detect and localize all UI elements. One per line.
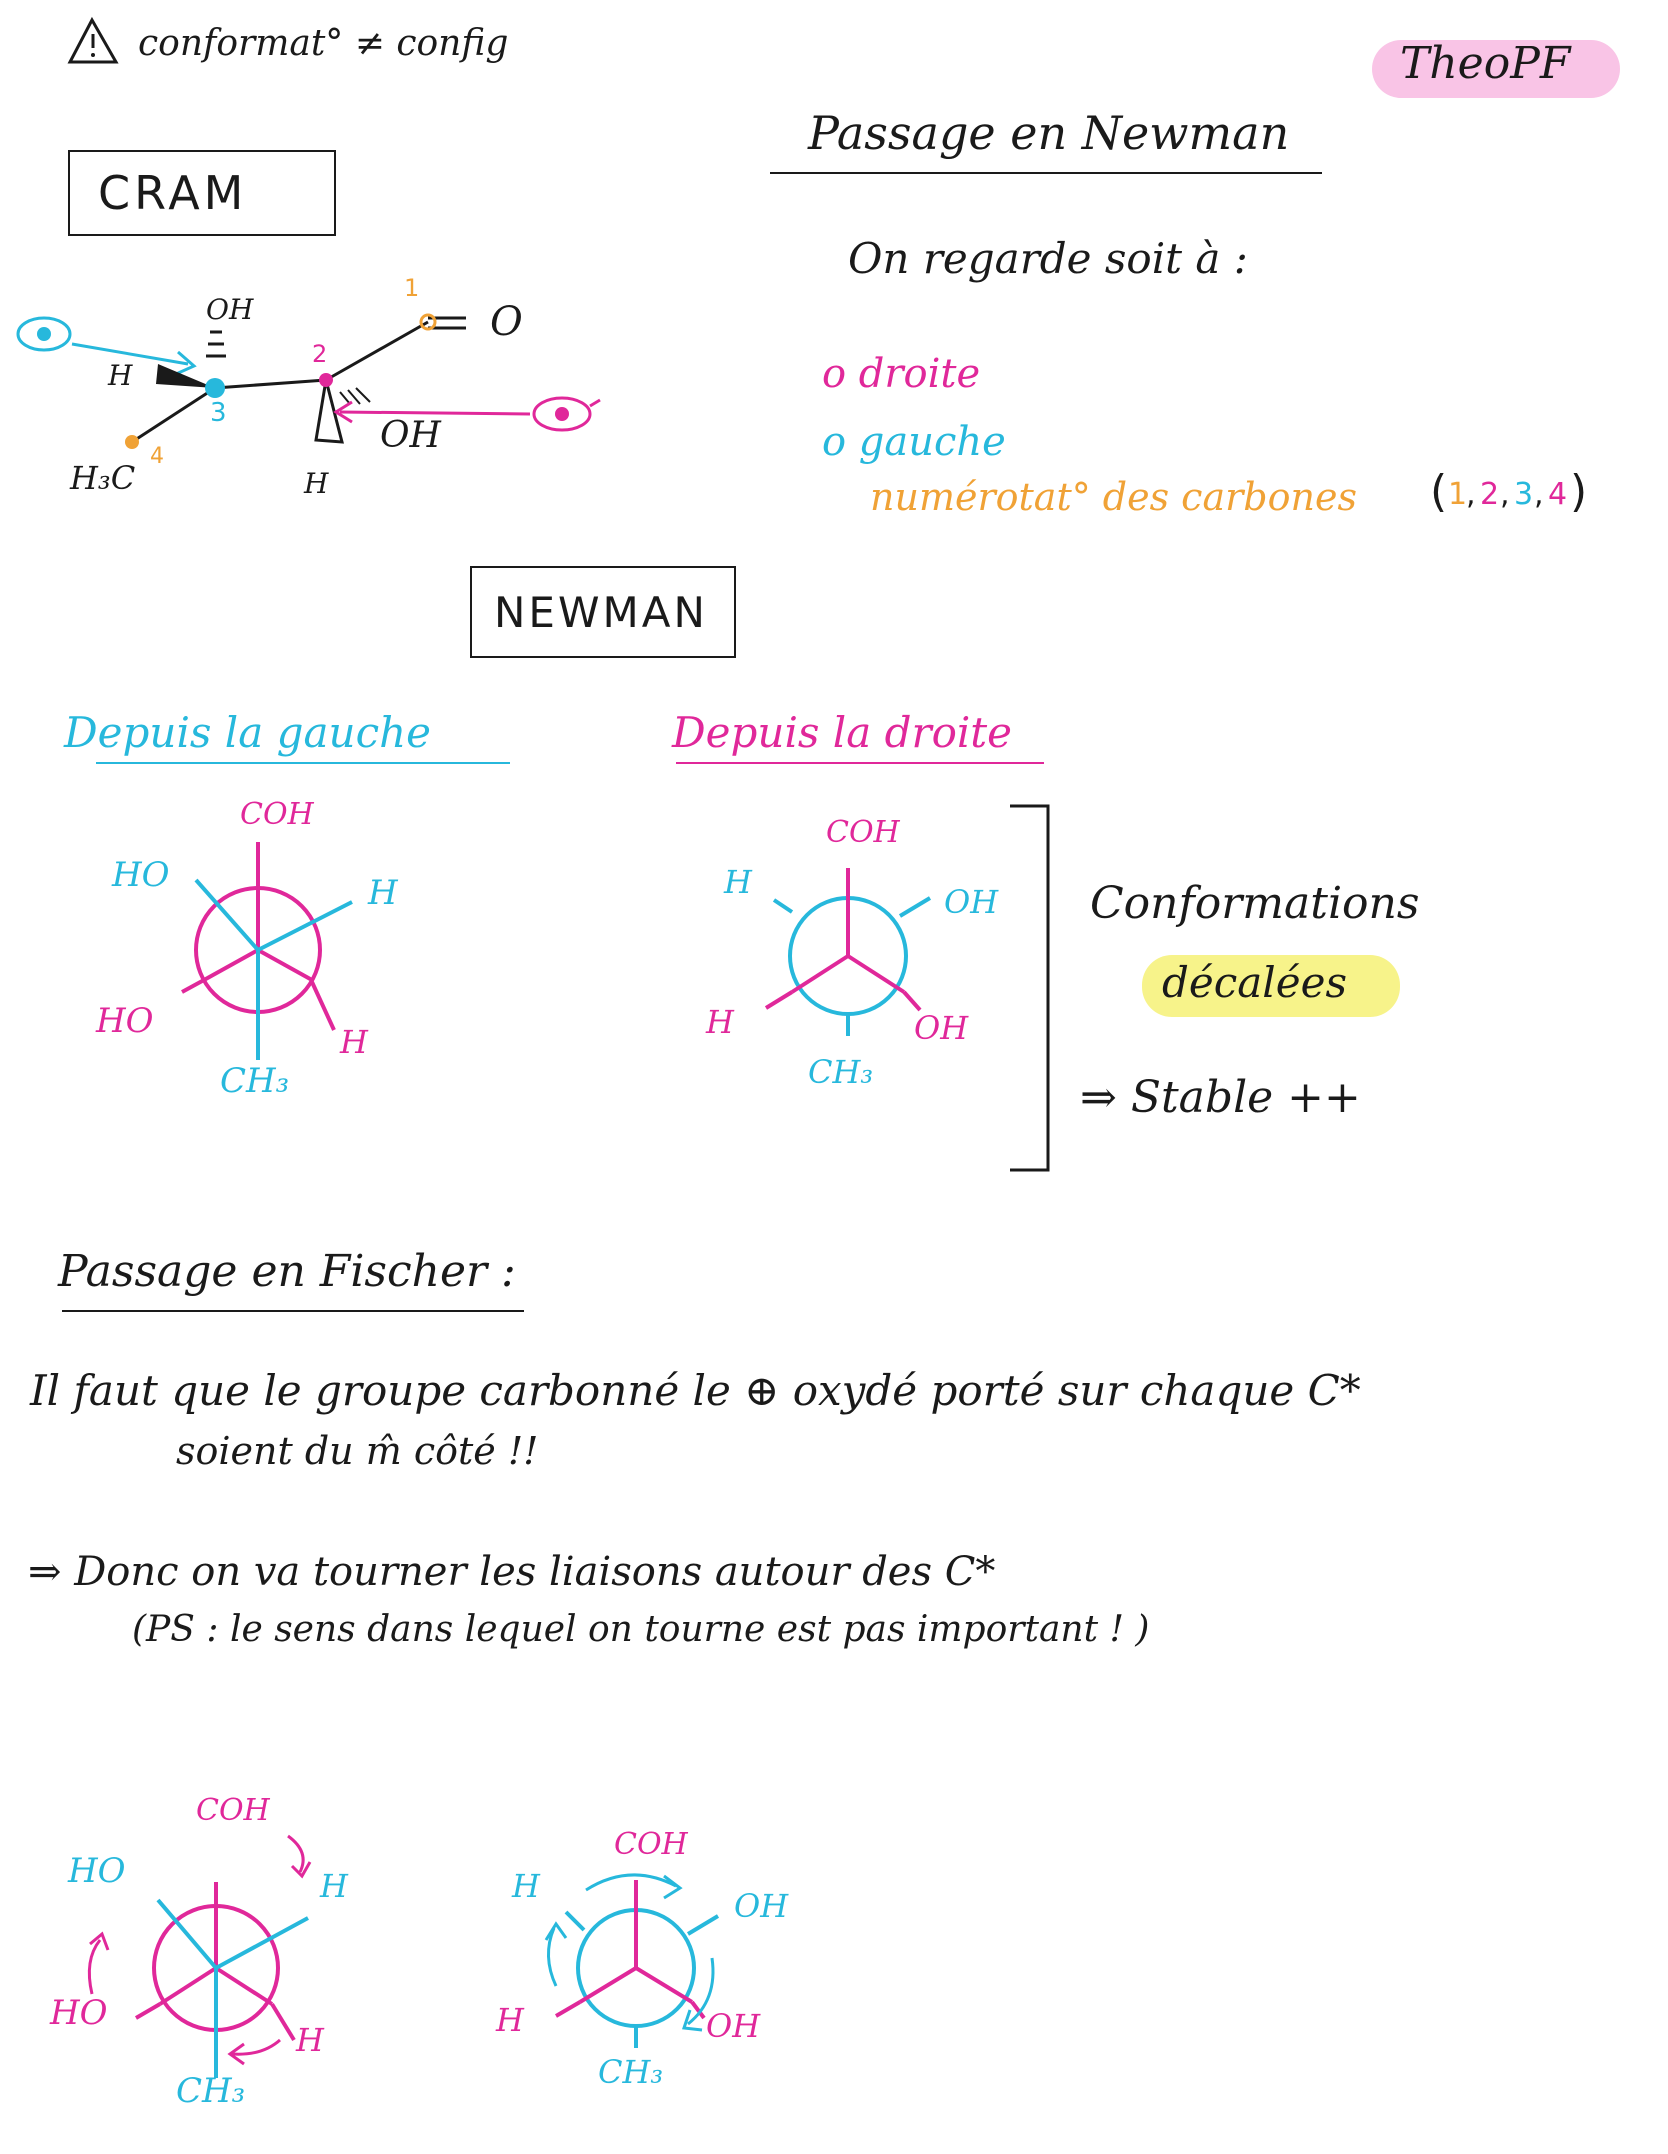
- newman-label: NEWMAN: [494, 588, 708, 637]
- fr-bottom: CH₃: [598, 2053, 664, 2091]
- nr-top: COH: [826, 815, 900, 850]
- nr-upper-right: OH: [944, 883, 999, 921]
- nl-lower-left: HO: [96, 1001, 154, 1041]
- fischer-left-projection: [87, 1834, 312, 2078]
- newman-box: [470, 566, 736, 658]
- author-highlight: [1372, 40, 1620, 98]
- nr-upper-left: H: [724, 863, 752, 901]
- comma-3: ,: [1534, 477, 1544, 512]
- fl-bottom: CH₃: [176, 2071, 246, 2111]
- conformations-note-3: ⇒ Stable ++: [1080, 1072, 1361, 1123]
- nr-lower-right: OH: [914, 1009, 969, 1047]
- cram-h-bottom: H: [304, 467, 329, 500]
- num-1: 1: [1448, 477, 1468, 512]
- fr-upper-left: H: [512, 1867, 540, 1905]
- newman-left-title: Depuis la gauche: [64, 708, 432, 757]
- author-name: TheoPF: [1400, 38, 1571, 89]
- num-2: 2: [1480, 477, 1500, 512]
- cram-oh-right: OH: [380, 415, 441, 456]
- eye-right-icon: [532, 396, 592, 432]
- fl-upper-left: HO: [68, 1851, 126, 1891]
- newman-right-projection: [764, 868, 932, 1036]
- decalees-highlight: [1142, 955, 1400, 1017]
- cram-number-1: 1: [404, 274, 420, 302]
- conformations-note-1: Conformations: [1090, 878, 1420, 929]
- fr-upper-right: OH: [734, 1887, 789, 1925]
- fr-lower-left: H: [496, 2001, 524, 2039]
- nr-lower-left: H: [706, 1003, 734, 1041]
- cram-number-3: 3: [210, 398, 227, 428]
- fl-lower-left: HO: [50, 1993, 108, 2033]
- nl-upper-left: HO: [112, 855, 170, 895]
- newman-line1: On regarde soit à :: [848, 234, 1248, 283]
- fr-top: COH: [614, 1827, 688, 1862]
- fl-top: COH: [196, 1793, 270, 1828]
- fl-upper-right: H: [320, 1867, 348, 1905]
- cram-oh-top: OH: [206, 293, 254, 326]
- nr-bottom: CH₃: [808, 1053, 874, 1091]
- paren-close: ): [1570, 466, 1588, 517]
- newman-heading: Passage en Newman: [808, 106, 1290, 160]
- fischer-rule-line1: Il faut que le groupe carbonné le ⊕ oxyd…: [30, 1366, 1361, 1415]
- cram-box: [68, 150, 336, 236]
- cram-number-2: 2: [312, 340, 328, 368]
- cram-h-left: H: [108, 359, 133, 392]
- fischer-rule-line2: soient du m̂ côté !!: [176, 1429, 539, 1473]
- comma-2: ,: [1500, 477, 1510, 512]
- num-4: 4: [1548, 477, 1568, 512]
- nl-lower-right: H: [340, 1023, 368, 1061]
- num-3: 3: [1514, 477, 1534, 512]
- conformations-bracket: [1010, 804, 1050, 1172]
- newman-heading-underline: [770, 172, 1322, 174]
- fischer-right-projection: [544, 1873, 720, 2048]
- fr-lower-right: OH: [706, 2007, 761, 2045]
- fischer-heading: Passage en Fischer :: [58, 1246, 516, 1297]
- newman-right-title: Depuis la droite: [672, 708, 1013, 757]
- fischer-rotate-line2: (PS : le sens dans lequel on tourne est …: [132, 1609, 1150, 1650]
- cram-label: CRAM: [98, 166, 248, 220]
- fl-lower-right: H: [296, 2021, 324, 2059]
- warning-triangle-icon: [67, 16, 119, 64]
- newman-right-underline: [676, 762, 1044, 764]
- cram-h3c: H₃C: [70, 459, 136, 497]
- nl-bottom: CH₃: [220, 1061, 290, 1101]
- paren-open: (: [1430, 466, 1448, 517]
- nl-top: COH: [240, 797, 314, 832]
- newman-left-projection: [181, 842, 353, 1060]
- newman-left-underline: [96, 762, 510, 764]
- fischer-rotate-line1: ⇒ Donc on va tourner les liaisons autour…: [28, 1549, 996, 1595]
- cram-number-4: 4: [150, 444, 164, 469]
- fischer-heading-underline: [62, 1310, 524, 1312]
- eye-left-icon: [16, 316, 72, 352]
- nl-upper-right: H: [368, 873, 398, 913]
- newman-option-right: o droite: [822, 351, 981, 397]
- newman-option-left: o gauche: [822, 419, 1006, 465]
- page-title: conformat° ≠ config: [138, 23, 509, 64]
- comma-1: ,: [1466, 477, 1476, 512]
- cram-o: O: [490, 299, 523, 345]
- conformations-note-2: décalées: [1162, 958, 1348, 1007]
- newman-numbering: numérotat° des carbones: [870, 475, 1357, 519]
